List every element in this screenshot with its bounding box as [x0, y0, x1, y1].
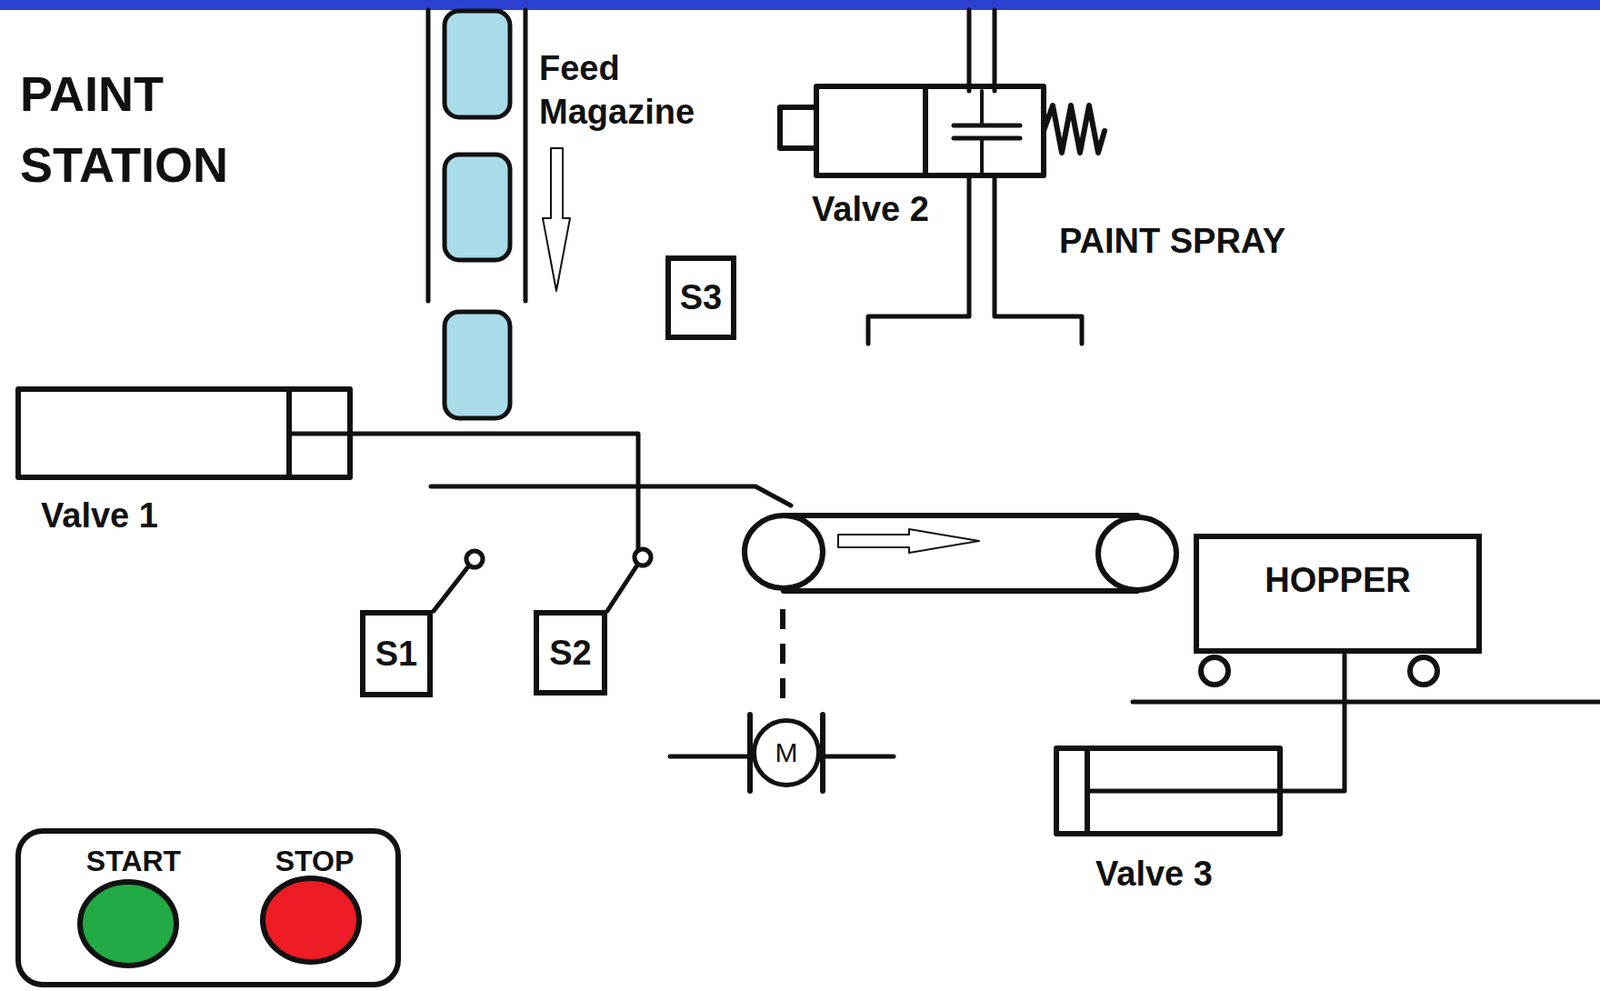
node-label: HOPPER	[1264, 560, 1410, 600]
motor-symbol: M	[751, 718, 821, 788]
control-panel: START STOP	[15, 828, 401, 988]
button-label: STOP	[275, 844, 355, 879]
top-bar	[0, 0, 1600, 10]
part-name: PAINT SPRAY	[1059, 220, 1314, 264]
hopper-box: HOPPER	[1193, 533, 1482, 654]
part-name: Valve 3	[1095, 852, 1278, 897]
station-title: PAINT STATION	[20, 58, 275, 201]
sensor-box: S2	[533, 610, 608, 696]
sensor-box: S3	[665, 255, 737, 340]
node-label: S3	[680, 278, 722, 318]
node-label: S1	[375, 634, 418, 674]
sensor-box: S1	[360, 610, 433, 698]
part-name: Valve 1	[40, 494, 223, 539]
button-label: START	[86, 844, 181, 879]
part-name: Feed Magazine	[539, 47, 740, 134]
node-label: S2	[549, 633, 591, 673]
part-name: Valve 2	[811, 188, 994, 232]
node-label: M	[775, 737, 799, 769]
